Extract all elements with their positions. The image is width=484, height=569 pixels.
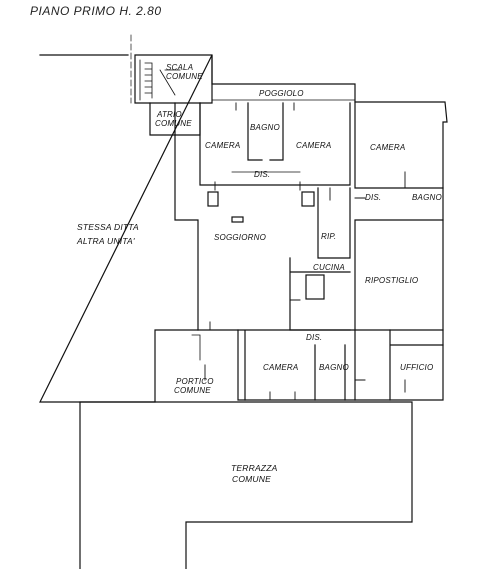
label-cucina: CUCINA — [313, 263, 345, 272]
label-terrazza-2: COMUNE — [232, 474, 271, 484]
label-stessa-2: ALTRA UNITA' — [76, 236, 135, 246]
wall-rip — [317, 187, 351, 259]
label-poggiolo: POGGIOLO — [259, 89, 304, 98]
fixture-hall-2 — [301, 191, 315, 207]
outer-boundary — [39, 54, 448, 403]
label-soggiorno: SOGGIORNO — [214, 233, 266, 242]
left-unit-wall — [174, 102, 199, 331]
label-bagno-dis: BAGNO — [412, 193, 442, 202]
label-dis-3: DIS. — [306, 333, 322, 342]
label-dis-1: DIS. — [254, 170, 270, 179]
label-stessa-1: STESSA DITTA — [77, 222, 139, 232]
door-marks — [204, 102, 406, 401]
label-camera-2: CAMERA — [296, 141, 331, 150]
label-portico-1: PORTICO — [176, 377, 214, 386]
stair-block — [134, 54, 213, 104]
label-portico-2: COMUNE — [174, 386, 211, 395]
wall-bagno-1 — [247, 102, 284, 161]
fixture-hall — [207, 191, 219, 207]
wall-ufficio — [389, 329, 444, 401]
fixture-soggiorno — [231, 216, 244, 223]
label-atrio-2: COMUNE — [155, 119, 192, 128]
wall-lower-row — [237, 329, 356, 401]
label-bagno-3: BAGNO — [319, 363, 349, 372]
label-rip: RIP. — [321, 232, 336, 241]
label-camera-4: CAMERA — [263, 363, 298, 372]
label-scala-2: COMUNE — [166, 72, 203, 81]
label-ripostiglio: RIPOSTIGLIO — [365, 276, 418, 285]
label-dis-2: DIS. — [365, 193, 381, 202]
portico-inner — [191, 334, 201, 361]
plan-title: PIANO PRIMO H. 2.80 — [30, 4, 162, 18]
label-ufficio: UFFICIO — [400, 363, 433, 372]
label-scala-1: SCALA — [166, 63, 193, 72]
label-atrio-1: ATRIO — [156, 110, 182, 119]
stair-steps — [139, 59, 181, 101]
wall-camera-row — [199, 102, 351, 186]
fixture-cucina — [305, 274, 325, 300]
label-bagno-1: BAGNO — [250, 123, 280, 132]
label-terrazza-1: TERRAZZA — [231, 463, 278, 473]
terrace-boundary — [79, 401, 413, 569]
wall-right-block — [354, 101, 444, 331]
label-camera-1: CAMERA — [205, 141, 240, 150]
label-camera-3: CAMERA — [370, 143, 405, 152]
